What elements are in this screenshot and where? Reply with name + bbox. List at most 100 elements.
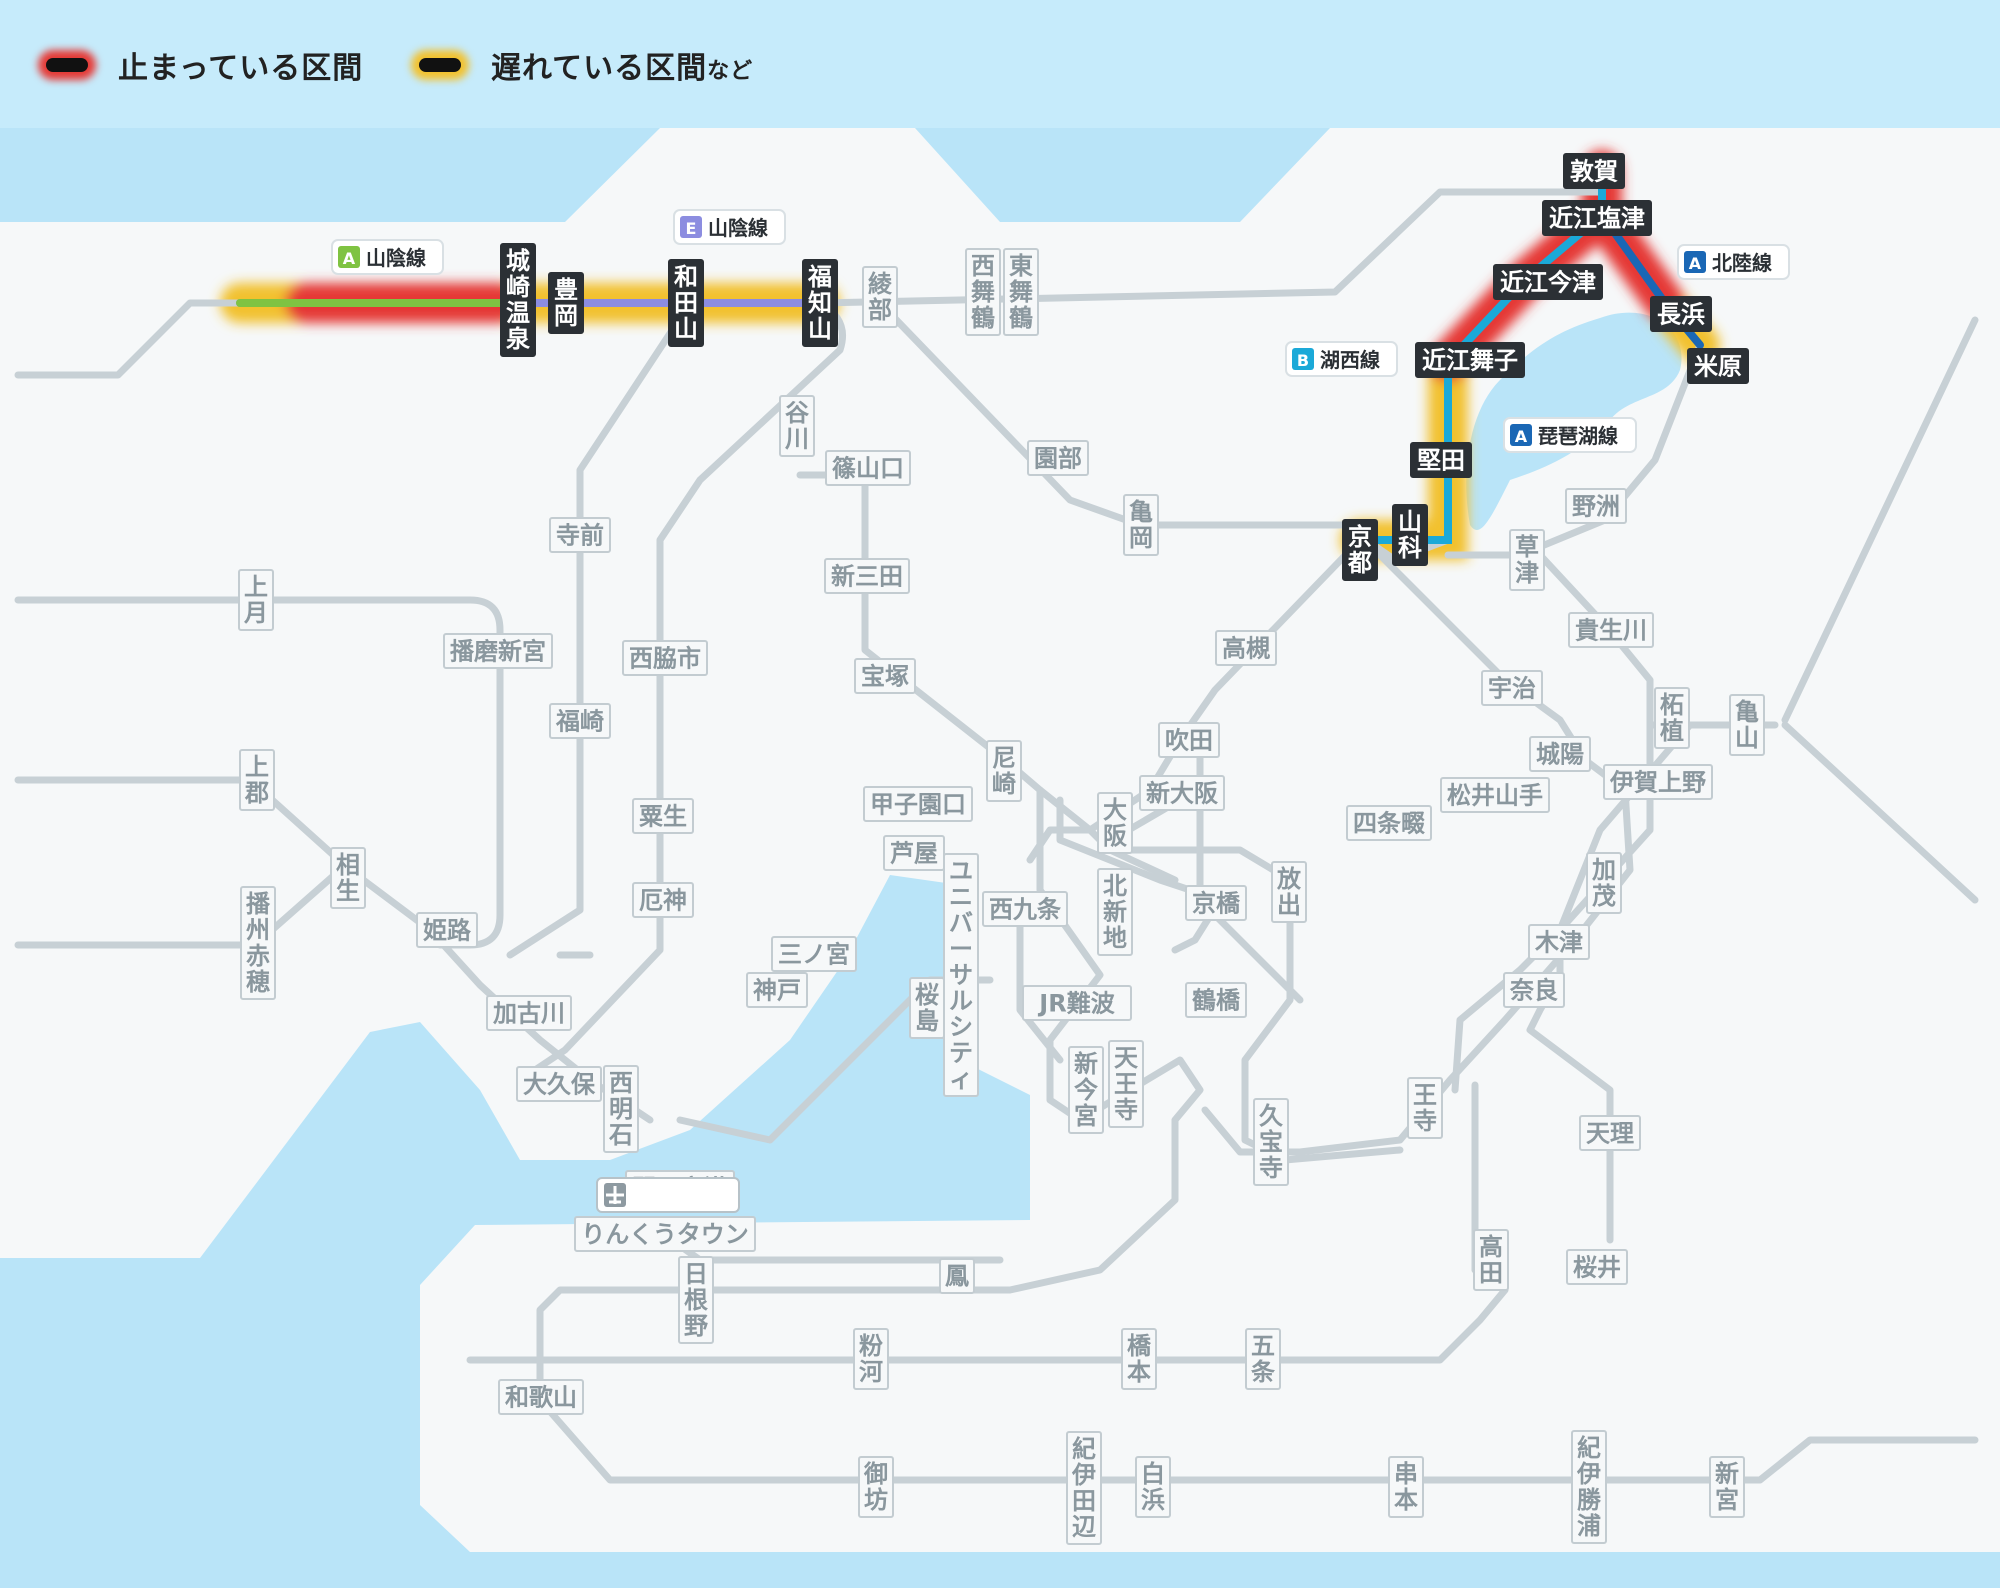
station-kiikatsuura[interactable]: 紀伊勝浦 — [1571, 1430, 1607, 1544]
station-uji[interactable]: 宇治 — [1481, 670, 1543, 706]
station-suita[interactable]: 吹田 — [1158, 722, 1220, 758]
station-tennoji[interactable]: 天王寺 — [1108, 1040, 1144, 1128]
station-shinsanda[interactable]: 新三田 — [824, 558, 910, 594]
station-label: 草津 — [1515, 533, 1539, 587]
station-nagahama[interactable]: 長浜 — [1650, 296, 1712, 332]
station-takatsuki[interactable]: 高槻 — [1215, 630, 1277, 666]
station-kibukawa[interactable]: 貴生川 — [1568, 612, 1654, 648]
station-wakayama[interactable]: 和歌山 — [498, 1379, 584, 1415]
station-label: 敦賀 — [1570, 158, 1618, 186]
station-usj[interactable]: ユニバーサルシティ — [943, 853, 979, 1097]
station-nara[interactable]: 奈良 — [1503, 972, 1565, 1008]
station-yakujin[interactable]: 厄神 — [632, 882, 694, 918]
station-yamashina[interactable]: 山科 — [1392, 504, 1428, 566]
station-kamo[interactable]: 加茂 — [1586, 852, 1622, 914]
station-shinimamiya[interactable]: 新今宮 — [1068, 1046, 1104, 1134]
station-matsuiyamate[interactable]: 松井山手 — [1440, 777, 1550, 813]
station-kushimoto[interactable]: 串本 — [1388, 1456, 1424, 1518]
station-label: 桜井 — [1573, 1254, 1621, 1282]
station-igaueno[interactable]: 伊賀上野 — [1603, 764, 1713, 800]
station-himeji[interactable]: 姫路 — [416, 912, 478, 948]
station-shingu[interactable]: 新宮 — [1709, 1456, 1745, 1518]
station-kameoka[interactable]: 亀岡 — [1123, 494, 1159, 556]
station-osaka[interactable]: 大阪 — [1097, 792, 1133, 854]
station-jrnamba[interactable]: JR難波 — [1022, 985, 1132, 1021]
station-sakurai[interactable]: 桜井 — [1566, 1249, 1628, 1285]
station-shirahama[interactable]: 白浜 — [1135, 1456, 1171, 1518]
station-yasu[interactable]: 野洲 — [1565, 488, 1627, 524]
station-label: 京橋 — [1192, 890, 1241, 918]
station-ao[interactable]: 粟生 — [632, 798, 694, 834]
station-koshienguchi[interactable]: 甲子園口 — [863, 786, 973, 822]
station-label: 串本 — [1394, 1460, 1418, 1514]
station-omimaiko[interactable]: 近江舞子 — [1415, 342, 1525, 378]
station-amagasaki[interactable]: 尼崎 — [986, 740, 1022, 802]
station-oji[interactable]: 王寺 — [1407, 1077, 1443, 1139]
station-nishiakashi[interactable]: 西明石 — [603, 1065, 639, 1153]
station-label: 近江舞子 — [1422, 347, 1518, 375]
station-nishikujo[interactable]: 西九条 — [982, 891, 1068, 927]
station-kobe[interactable]: 神戸 — [746, 972, 808, 1008]
station-okubo[interactable]: 大久保 — [516, 1066, 602, 1102]
station-omiimazu[interactable]: 近江今津 — [1493, 264, 1603, 300]
station-harimashingu[interactable]: 播磨新宮 — [443, 633, 553, 669]
station-label: 亀岡 — [1129, 498, 1153, 552]
station-ayabe[interactable]: 綾部 — [862, 266, 898, 328]
station-shijonawate[interactable]: 四条畷 — [1346, 805, 1432, 841]
station-maibara[interactable]: 米原 — [1687, 348, 1749, 384]
station-takada[interactable]: 高田 — [1473, 1229, 1509, 1291]
station-sannomiya[interactable]: 三ノ宮 — [771, 936, 857, 972]
station-tsuruga[interactable]: 敦賀 — [1563, 153, 1625, 189]
station-wadayama[interactable]: 和田山 — [668, 259, 704, 347]
station-label: 新今宮 — [1074, 1050, 1098, 1130]
station-banshuako[interactable]: 播州赤穂 — [240, 886, 276, 1000]
station-tsuruhashi[interactable]: 鶴橋 — [1185, 982, 1247, 1018]
station-sasayamaguchi[interactable]: 篠山口 — [825, 450, 911, 486]
station-kokawa[interactable]: 粉河 — [853, 1328, 889, 1390]
station-kiitanabe[interactable]: 紀伊田辺 — [1066, 1431, 1102, 1545]
station-takarazuka[interactable]: 宝塚 — [854, 658, 916, 694]
station-fukuchiyama[interactable]: 福知山 — [802, 259, 838, 347]
station-kyoto[interactable]: 京都 — [1342, 519, 1378, 581]
station-kakogawa[interactable]: 加古川 — [486, 995, 572, 1031]
station-nishimaizuru[interactable]: 西舞鶴 — [965, 248, 1001, 336]
station-kyobashi[interactable]: 京橋 — [1185, 885, 1247, 921]
station-kameyama[interactable]: 亀山 — [1729, 694, 1765, 756]
station-tenri[interactable]: 天理 — [1579, 1115, 1641, 1151]
station-label: 西明石 — [608, 1069, 633, 1149]
station-shinosaka[interactable]: 新大阪 — [1139, 775, 1225, 811]
station-kozuki[interactable]: 上月 — [238, 569, 274, 631]
station-kinosaki[interactable]: 城崎温泉 — [500, 243, 536, 357]
station-kitashinchi[interactable]: 北新地 — [1097, 868, 1133, 956]
station-hashimoto[interactable]: 橋本 — [1121, 1328, 1157, 1390]
station-hineno[interactable]: 日根野 — [678, 1256, 714, 1344]
station-omishiotsu[interactable]: 近江塩津 — [1542, 200, 1652, 236]
station-toyooka[interactable]: 豊岡 — [548, 272, 584, 334]
station-aioi[interactable]: 相生 — [330, 847, 366, 909]
airport-icon — [596, 1177, 740, 1213]
station-kizu[interactable]: 木津 — [1528, 924, 1590, 960]
station-rinku[interactable]: りんくうタウン — [574, 1216, 756, 1252]
station-higashimaizuru[interactable]: 東舞鶴 — [1003, 248, 1039, 336]
station-otori[interactable]: 鳳 — [939, 1258, 975, 1294]
station-ashiya[interactable]: 芦屋 — [883, 835, 945, 871]
station-fukusaki[interactable]: 福崎 — [549, 703, 611, 739]
station-teramae[interactable]: 寺前 — [549, 517, 611, 553]
station-sonobe[interactable]: 園部 — [1027, 440, 1089, 476]
station-kyuhoji[interactable]: 久宝寺 — [1253, 1098, 1289, 1186]
station-hanaten[interactable]: 放出 — [1271, 861, 1307, 923]
station-label: 和歌山 — [505, 1384, 577, 1412]
station-gojo[interactable]: 五条 — [1245, 1328, 1281, 1390]
station-joyo[interactable]: 城陽 — [1529, 736, 1591, 772]
station-nishiwakishi[interactable]: 西脇市 — [622, 640, 708, 676]
station-tanigawa[interactable]: 谷川 — [779, 395, 815, 457]
station-gobo[interactable]: 御坊 — [858, 1456, 894, 1518]
line-badge: E — [686, 219, 697, 238]
station-label: 鳳 — [945, 1262, 969, 1290]
station-kamigori[interactable]: 上郡 — [239, 749, 275, 811]
station-tsuge[interactable]: 柘植 — [1654, 687, 1690, 749]
station-sakurajima[interactable]: 桜島 — [909, 977, 945, 1039]
station-katata[interactable]: 堅田 — [1410, 442, 1472, 478]
station-label: 城陽 — [1536, 741, 1584, 769]
station-kusatsu[interactable]: 草津 — [1509, 529, 1545, 591]
